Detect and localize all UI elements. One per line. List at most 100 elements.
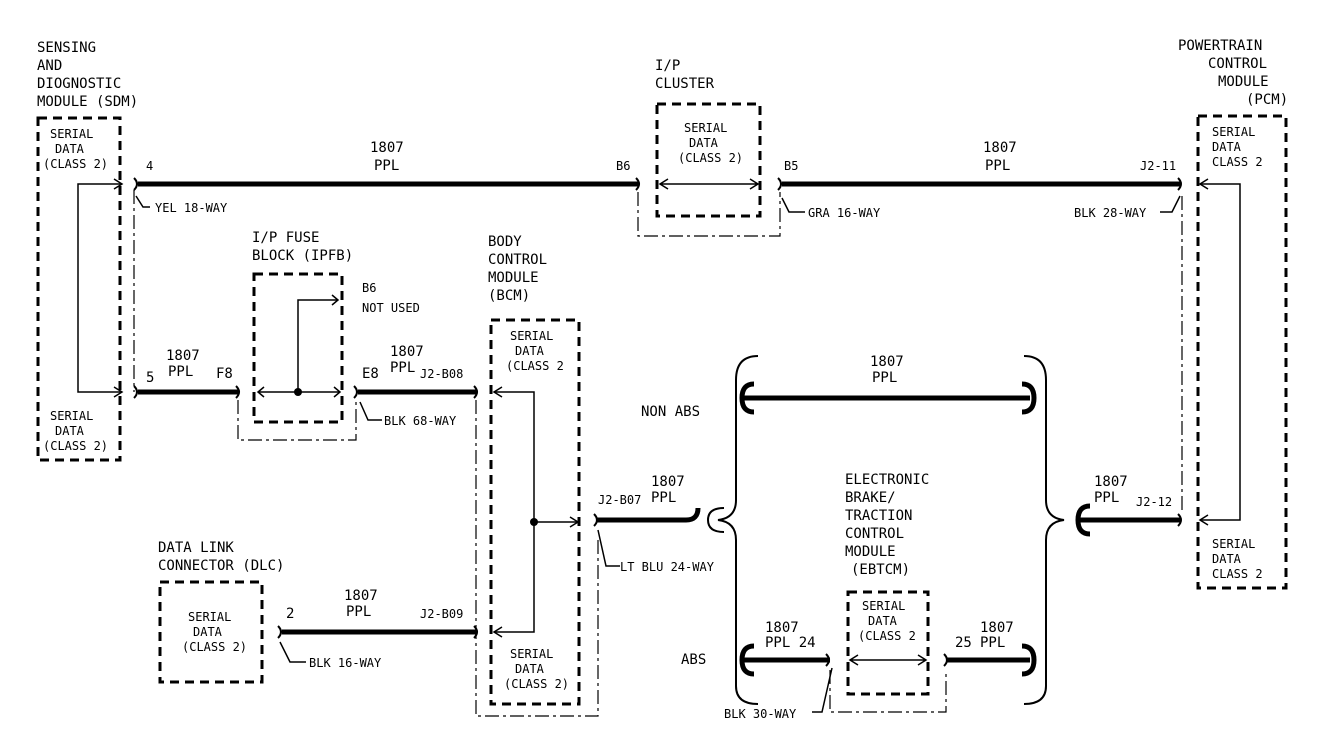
cluster-connector-label: GRA 16-WAY [808,206,881,220]
svg-text:CLASS 2: CLASS 2 [1212,567,1263,581]
svg-text:CONTROL: CONTROL [845,526,904,542]
wire-abs-right-end [1021,643,1037,677]
ebtcm-title: ELECTRONIC BRAKE/ TRACTION CONTROL MODUL… [845,472,929,578]
svg-text:SERIAL: SERIAL [50,127,93,141]
svg-text:DATA: DATA [689,136,719,150]
wire-j-start [1075,503,1091,537]
ipfb-module-box [252,272,344,424]
bcm-connector-phantom [475,400,599,717]
pin-sdm-bottom: 5 [146,370,154,386]
svg-text:DATA: DATA [55,424,85,438]
sdm-connector-label: YEL 18-WAY [155,201,228,215]
svg-text:POWERTRAIN: POWERTRAIN [1178,38,1262,54]
svg-text:AND: AND [37,58,62,74]
bcm-bottom-serial-label: SERIAL DATA (CLASS 2) [504,647,569,691]
svg-text:NOT USED: NOT USED [362,301,420,315]
svg-text:CONTROL: CONTROL [488,252,547,268]
sdm-internal-link [77,183,122,393]
wire-f-hook [706,507,725,533]
svg-text:DATA LINK: DATA LINK [158,540,234,556]
ebtcm-connector-leader [812,667,833,713]
svg-text:I/P FUSE: I/P FUSE [252,230,319,246]
pin-ebtcm-out: 25 [955,635,972,651]
wire-b-color: PPL [985,158,1010,174]
sdm-bottom-serial-label: SERIAL DATA (CLASS 2) [43,409,108,453]
wire-h-connector [825,653,830,667]
svg-text:DATA: DATA [55,142,85,156]
pin-cluster-out: B5 [784,159,798,173]
wire-i-circuit: 1807 [980,620,1014,636]
wire-non-abs-ends [739,381,1037,415]
sdm-top-serial-label: SERIAL DATA (CLASS 2) [43,127,108,171]
pin-ipfb-out: E8 [362,366,379,382]
cluster-connector-phantom [637,192,781,237]
pcm-connector-label: BLK 28-WAY [1074,206,1147,220]
wire-d-color: PPL [390,360,415,376]
options-left-brace [717,355,759,705]
svg-text:CONTROL: CONTROL [1208,56,1267,72]
svg-text:DIOGNOSTIC: DIOGNOSTIC [37,76,121,92]
wire-e-color: PPL [346,604,371,620]
svg-text:CONNECTOR (DLC): CONNECTOR (DLC) [158,558,284,574]
wire-i-color: PPL [980,635,1005,651]
svg-text:(CLASS 2): (CLASS 2) [43,157,108,171]
svg-text:DATA: DATA [515,662,545,676]
sdm-title: SENSING AND DIOGNOSTIC MODULE (SDM) [37,40,138,110]
bcm-title: BODY CONTROL MODULE (BCM) [488,234,547,304]
svg-text:DATA: DATA [515,344,545,358]
wire-a-color: PPL [374,158,399,174]
wire-f-connector [593,513,598,527]
cluster-connector-leader [781,197,805,213]
svg-text:SERIAL: SERIAL [510,647,553,661]
ebtcm-connector-label: BLK 30-WAY [724,707,797,721]
svg-text:SERIAL: SERIAL [1212,125,1255,139]
svg-text:MODULE: MODULE [845,544,896,560]
svg-text:SERIAL: SERIAL [862,599,905,613]
wire-h-color: PPL 24 [765,635,816,651]
wire-b-circuit: 1807 [983,140,1017,156]
svg-text:(CLASS 2: (CLASS 2 [858,629,916,643]
svg-text:TRACTION: TRACTION [845,508,912,524]
svg-text:(CLASS 2): (CLASS 2) [678,151,743,165]
wire-f-circuit: 1807 [651,474,685,490]
svg-text:BRAKE/: BRAKE/ [845,490,896,506]
svg-text:SERIAL: SERIAL [50,409,93,423]
dlc-title: DATA LINK CONNECTOR (DLC) [158,540,284,574]
ipfb-connector-phantom [237,400,357,441]
svg-text:SERIAL: SERIAL [510,329,553,343]
svg-text:MODULE: MODULE [488,270,539,286]
dlc-connector-leader [279,641,306,663]
dlc-connector-label: BLK 16-WAY [309,656,382,670]
svg-text:SERIAL: SERIAL [684,121,727,135]
ipfb-title: I/P FUSE BLOCK (IPFB) [252,230,353,264]
svg-text:CLASS 2: CLASS 2 [1212,155,1263,169]
pin-bcm-808: J2-B08 [420,367,463,381]
wire-j-circuit: 1807 [1094,474,1128,490]
svg-text:(BCM): (BCM) [488,288,530,304]
wire-e-connectors [277,625,478,639]
pin-bcm-807: J2-B07 [598,493,641,507]
svg-text:B6: B6 [362,281,376,295]
svg-text:SENSING: SENSING [37,40,96,56]
wire-abs-left-end [739,643,755,677]
pin-pcm-top: J2-11 [1140,159,1176,173]
wire-h-circuit: 1807 [765,620,799,636]
options-right-brace [1023,355,1065,705]
pin-dlc: 2 [286,606,294,622]
ipfb-connector-leader [359,401,382,421]
cluster-title: I/P CLUSTER [655,58,715,92]
bcm-top-serial-label: SERIAL DATA (CLASS 2 [506,329,564,373]
svg-text:(EBTCM): (EBTCM) [851,562,910,578]
pin-pcm-bottom: J2-12 [1136,495,1172,509]
wire-a-connectors [133,177,640,191]
svg-text:(CLASS 2): (CLASS 2) [43,439,108,453]
bcm-splice-dot [530,518,538,526]
svg-text:I/P: I/P [655,58,680,74]
wire-e-circuit: 1807 [344,588,378,604]
pin-ipfb-in: F8 [216,366,233,382]
sdm-arrowheads [113,178,124,398]
pcm-arrowheads [1198,178,1209,526]
bcm-internal-link [494,391,578,633]
pcm-internal-link [1200,183,1241,521]
